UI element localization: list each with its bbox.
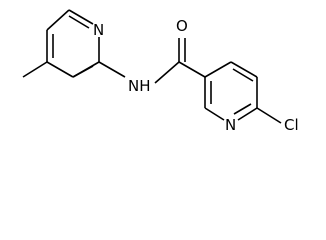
atom-label-chlorine: Cl [284,116,299,134]
bond-ring1-to-nh [98,61,126,78]
chloropyridine-ring [204,61,258,121]
bond-ring2-c3-c4 [204,61,232,78]
molecule-structure-diagram: O NH N N Cl [22,9,299,134]
bond-ring2-c4-c5 [230,61,258,78]
bond-nh-to-carbonyl [154,61,180,84]
atom-label-methylpyridine-nitrogen: N [93,21,104,39]
bond-carbonyl-to-ring2 [178,61,206,78]
methylpyridine-ring [46,9,100,78]
bond-ring1-c3-c4 [46,61,74,78]
bond-ring1-c2-c3-double [72,65,94,78]
bond-ring2-c6-n1-double [233,103,252,115]
atom-label-chloropyridine-nitrogen: N [225,116,236,134]
bond-methyl [22,61,48,78]
bond-ring2-c4-c5-double [232,68,254,82]
bond-ring1-double-top [68,15,90,29]
bond-ring1-c5-c6 [46,9,70,31]
bond-ring1-top-right [68,9,94,25]
bond-ring2-to-cl [256,107,282,124]
atom-label-amide-nitrogen: NH [128,77,151,95]
bond-ring2-n1-c2 [204,107,225,121]
atom-label-amide-oxygen: O [176,17,188,35]
bond-ring2-c6-n1 [237,107,258,121]
